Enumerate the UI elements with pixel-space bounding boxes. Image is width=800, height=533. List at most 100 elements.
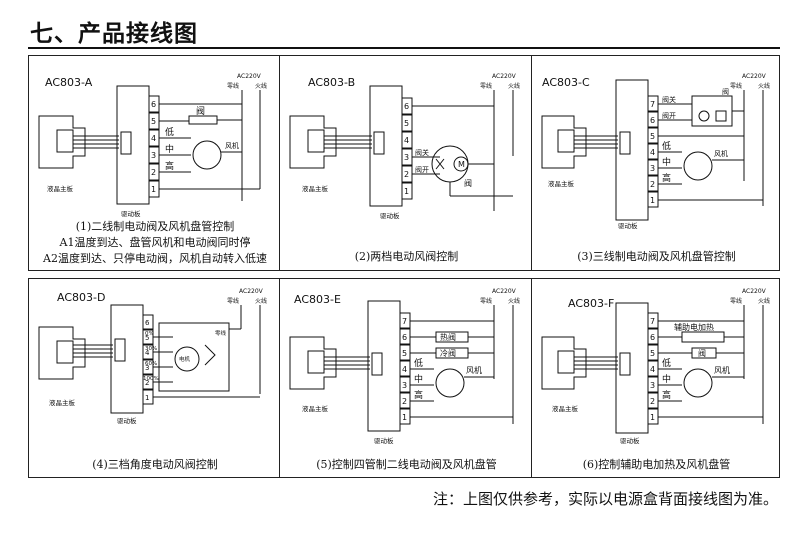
- svg-text:零线: 零线: [730, 82, 742, 90]
- model-label: AC803-A: [45, 76, 93, 89]
- svg-text:中: 中: [662, 156, 671, 168]
- svg-text:7: 7: [650, 100, 655, 109]
- svg-text:M: M: [458, 160, 465, 169]
- svg-text:阀: 阀: [464, 179, 472, 188]
- svg-text:6: 6: [145, 319, 150, 327]
- svg-text:6: 6: [151, 100, 156, 109]
- caption-ac803-c: (3)三线制电动阀及风机盘管控制: [577, 250, 736, 263]
- svg-text:2: 2: [151, 168, 156, 177]
- svg-text:低: 低: [662, 140, 671, 152]
- wiring-diagram-c: AC803-C AC220V 零线 火线 液晶主板 驱动板 7 6 5 4 3 …: [541, 73, 770, 230]
- svg-text:2: 2: [650, 397, 655, 406]
- svg-text:风机: 风机: [714, 149, 728, 158]
- svg-text:4: 4: [151, 134, 156, 143]
- svg-text:低: 低: [662, 357, 671, 369]
- caption-ac803-e: (5)控制四管制二线电动阀及风机盘管: [316, 458, 497, 471]
- svg-text:风机: 风机: [225, 141, 239, 150]
- zero-label: 零线: [227, 82, 239, 90]
- svg-text:中: 中: [165, 143, 174, 155]
- svg-text:6: 6: [650, 333, 655, 342]
- svg-text:零线: 零线: [215, 329, 227, 337]
- lcd-label: 液晶主板: [47, 184, 74, 193]
- svg-text:AC220V: AC220V: [742, 288, 767, 295]
- svg-text:液晶主板: 液晶主板: [49, 398, 76, 407]
- svg-text:液晶主板: 液晶主板: [302, 184, 329, 193]
- svg-text:液晶主板: 液晶主板: [302, 404, 329, 413]
- svg-text:辅助电加热: 辅助电加热: [674, 322, 714, 332]
- driver-label: 驱动板: [121, 209, 141, 218]
- svg-text:4: 4: [650, 365, 655, 374]
- panel-ac803-d: AC803-D AC220V 零线 火线 液晶主板 驱动板 6 5 4 3 2 …: [28, 278, 280, 478]
- caption-ac803-f: (6)控制辅助电加热及风机盘管: [582, 458, 731, 471]
- svg-text:4: 4: [145, 349, 150, 357]
- svg-text:火线: 火线: [758, 82, 770, 90]
- caption-ac803-b: (2)两档电动风阀控制: [354, 250, 459, 263]
- svg-text:2: 2: [650, 180, 655, 189]
- wiring-diagram-a: AC803-A AC220V 零线 火线 液晶主板 驱动板 6 5 4 3 2 …: [38, 73, 267, 218]
- svg-text:5: 5: [404, 119, 409, 128]
- wiring-diagram-e: AC803-E AC220V 零线 火线 液晶主板 驱动板 7 6 5 4 3 …: [289, 288, 520, 445]
- svg-text:6: 6: [650, 116, 655, 125]
- live-label: 火线: [255, 82, 267, 90]
- svg-text:3: 3: [650, 381, 655, 390]
- svg-text:AC803-F: AC803-F: [568, 297, 614, 310]
- wiring-diagram-b: AC803-B AC220V 零线 火线 液晶主板 驱动板 6 5 4 3 2 …: [289, 73, 520, 220]
- panel-ac803-f: AC803-F AC220V 零线 火线 液晶主板 驱动板 7 6 5 4 3 …: [531, 278, 780, 478]
- svg-text:冷阀: 冷阀: [440, 348, 456, 358]
- svg-text:2: 2: [402, 397, 407, 406]
- svg-text:低: 低: [414, 357, 423, 369]
- svg-text:零线: 零线: [480, 297, 492, 305]
- svg-text:30%: 30%: [145, 346, 157, 352]
- svg-text:高: 高: [414, 389, 423, 401]
- svg-text:中: 中: [662, 373, 671, 385]
- svg-text:阀: 阀: [196, 106, 205, 117]
- title-rule: [28, 47, 780, 49]
- svg-text:4: 4: [404, 136, 409, 145]
- svg-text:4: 4: [402, 365, 407, 374]
- svg-text:0%: 0%: [145, 331, 154, 337]
- svg-text:高: 高: [165, 160, 174, 172]
- svg-text:低: 低: [165, 126, 174, 138]
- svg-text:高: 高: [662, 172, 671, 184]
- svg-text:5: 5: [650, 132, 655, 141]
- caption-ac803-d: (4)三档角度电动风阀控制: [92, 458, 218, 471]
- svg-text:阀: 阀: [722, 87, 729, 96]
- svg-text:AC803-D: AC803-D: [57, 291, 105, 304]
- svg-text:5: 5: [402, 349, 407, 358]
- svg-text:60%: 60%: [145, 361, 157, 367]
- panel-ac803-b: AC803-B AC220V 零线 火线 液晶主板 驱动板 6 5 4 3 2 …: [279, 55, 532, 271]
- svg-text:2: 2: [404, 170, 409, 179]
- svg-text:3: 3: [650, 164, 655, 173]
- svg-text:火线: 火线: [508, 297, 520, 305]
- svg-text:3: 3: [402, 381, 407, 390]
- panel-ac803-e: AC803-E AC220V 零线 火线 液晶主板 驱动板 7 6 5 4 3 …: [279, 278, 532, 478]
- svg-text:中: 中: [414, 373, 423, 385]
- svg-text:热阀: 热阀: [440, 332, 456, 342]
- svg-text:高: 高: [662, 389, 671, 401]
- svg-text:AC220V: AC220V: [742, 73, 767, 80]
- ac-label: AC220V: [237, 73, 262, 80]
- footnote: 注：上图仅供参考，实际以电源盒背面接线图为准。: [432, 490, 778, 508]
- svg-text:AC803-C: AC803-C: [542, 76, 590, 89]
- svg-text:风机: 风机: [714, 365, 730, 375]
- svg-text:100%: 100%: [143, 376, 159, 382]
- svg-text:零线: 零线: [730, 297, 742, 305]
- svg-text:1: 1: [151, 185, 156, 194]
- svg-text:2: 2: [145, 379, 149, 387]
- svg-text:阀关: 阀关: [415, 148, 429, 157]
- svg-text:零线: 零线: [227, 297, 239, 305]
- svg-text:驱动板: 驱动板: [618, 221, 638, 230]
- svg-text:1: 1: [145, 394, 149, 402]
- svg-text:阀关: 阀关: [662, 95, 676, 104]
- svg-text:阀: 阀: [698, 349, 706, 358]
- svg-text:3: 3: [145, 364, 149, 372]
- svg-text:1: 1: [404, 187, 409, 196]
- svg-text:5: 5: [151, 117, 156, 126]
- svg-text:5: 5: [650, 349, 655, 358]
- svg-text:AC220V: AC220V: [492, 73, 517, 80]
- svg-text:液晶主板: 液晶主板: [548, 179, 575, 188]
- svg-text:5: 5: [145, 334, 149, 342]
- svg-text:零线: 零线: [480, 82, 492, 90]
- svg-text:4: 4: [650, 148, 655, 157]
